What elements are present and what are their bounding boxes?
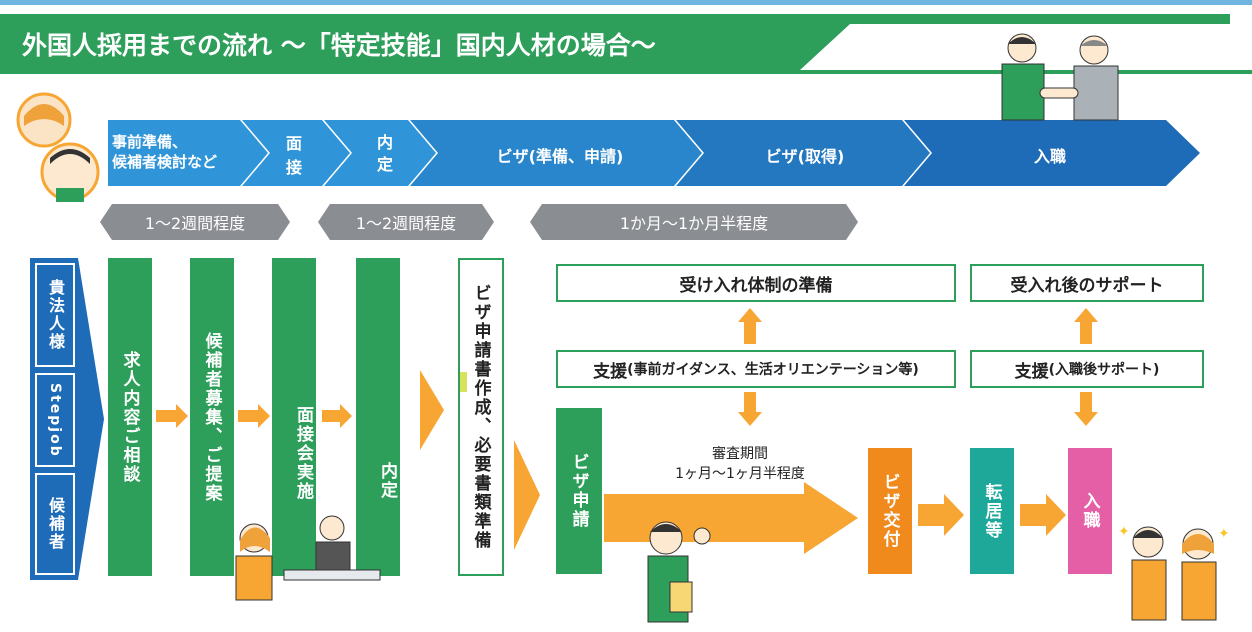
phase-prep-line2: 候補者検討など	[112, 153, 218, 171]
title-banner	[0, 14, 1252, 74]
big-chevron-2	[514, 440, 540, 550]
arrow-to-move	[918, 494, 964, 536]
role-stepjob: Stepjob	[47, 382, 63, 458]
step-visa-apply: ビザ申請	[556, 408, 602, 574]
duration-2: 1～2週間程度	[355, 214, 457, 233]
phase-prep: 事前準備、 候補者検討など	[112, 132, 252, 172]
support-pre-prep: 受け入れ体制の準備	[556, 264, 956, 302]
duration-bars	[100, 204, 858, 240]
candidate-faces-illustration	[16, 92, 100, 202]
interview-illustration	[235, 515, 381, 601]
step-visa-issued: ビザ交付	[868, 448, 912, 574]
phase-offer: 内定	[376, 133, 393, 174]
review-period: 審査期間 1ヶ月～1ヶ月半程度	[640, 444, 840, 484]
step-interview: 面接会実施	[272, 258, 316, 576]
duration-1: 1～2週間程度	[144, 214, 246, 233]
role-arrow-frame	[30, 258, 104, 580]
handshake-illustration	[1001, 33, 1119, 121]
phase-bar	[108, 120, 1200, 186]
support-pre: 支援 (事前ガイダンス、生活オリエンテーション等)	[556, 350, 956, 388]
man-with-documents-illustration	[647, 521, 711, 623]
support-arrows	[738, 308, 1098, 426]
svg-text:✦: ✦	[1218, 526, 1230, 542]
big-chevron-1	[420, 370, 444, 450]
phase-interview: 面接	[286, 134, 305, 177]
step-visa-docs-text: ビザ申請書作成、必要書類準備	[470, 284, 491, 550]
support-post-title: 受入れ後のサポート	[970, 264, 1204, 302]
phase-employment: 入職	[1033, 147, 1066, 166]
duration-3: 1か月～1か月半程度	[619, 214, 769, 233]
support-pre-detail: (事前ガイダンス、生活オリエンテーション等)	[627, 362, 919, 378]
step-candidate-proposal: 候補者募集、ご提案	[190, 258, 234, 576]
role-candidate: 候補者	[46, 497, 65, 551]
phase-visa-apply: ビザ(準備、申請)	[496, 147, 624, 166]
step-visa-docs: ビザ申請書作成、必要書類準備	[458, 258, 504, 576]
phase-prep-line1: 事前準備、	[112, 133, 188, 151]
highlight-mark	[460, 372, 467, 392]
step-offer: 内定	[356, 258, 400, 576]
support-pre-title: 支援	[593, 361, 628, 382]
page-title: 外国人採用までの流れ ～「特定技能」国内人材の場合～	[22, 31, 656, 60]
role-client: 貴法人様	[46, 279, 65, 351]
step-move: 転居等	[970, 448, 1014, 574]
arrow-to-employment	[1020, 494, 1066, 536]
support-post-detail: (入職後サポート)	[1048, 362, 1160, 378]
step-job-consult: 求人内容ご相談	[108, 258, 152, 576]
support-post-title-text: 支援	[1014, 361, 1049, 382]
phase-visa-get: ビザ(取得)	[765, 147, 845, 166]
support-post: 支援 (入職後サポート)	[970, 350, 1204, 388]
top-blue-line	[0, 0, 1252, 5]
review-line1: 審査期間	[712, 446, 768, 462]
step-arrows	[156, 404, 352, 428]
svg-text:✦: ✦	[1118, 524, 1130, 540]
step-employment: 入職	[1068, 448, 1112, 574]
happy-workers-illustration: ✦ ✦	[1118, 524, 1230, 621]
review-line2: 1ヶ月～1ヶ月半程度	[675, 466, 805, 482]
